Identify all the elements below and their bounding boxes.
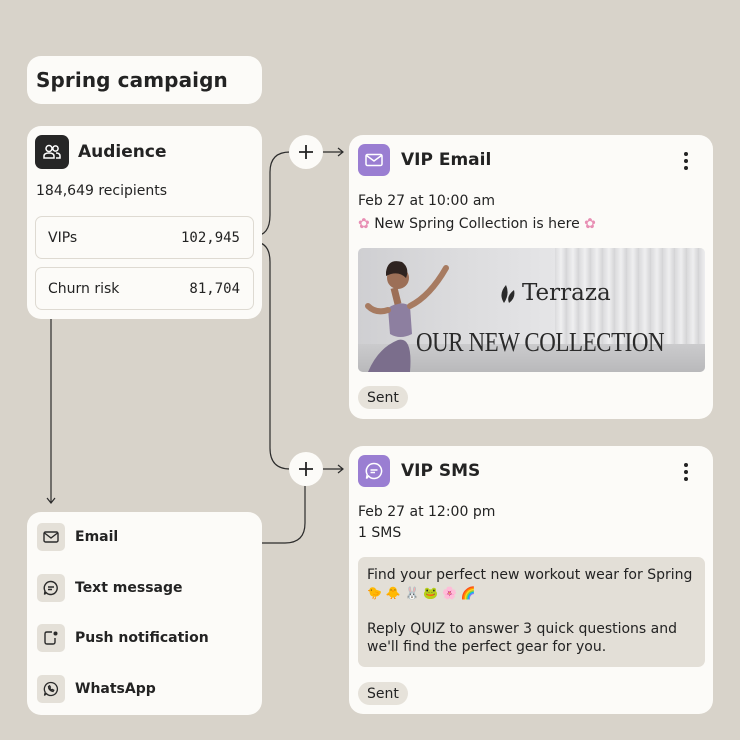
email-subject-text: New Spring Collection is here <box>374 216 580 232</box>
status-badge: Sent <box>358 682 408 705</box>
segment-count: 81,704 <box>189 280 240 297</box>
campaign-title-card[interactable]: Spring campaign <box>27 56 262 104</box>
channel-label: Push notification <box>75 630 209 646</box>
email-hero-image: Terraza OUR NEW COLLECTION <box>358 248 705 372</box>
channel-label: Email <box>75 529 119 545</box>
segment-count: 102,945 <box>180 229 240 246</box>
segment-churn-risk[interactable]: Churn risk 81,704 <box>35 267 254 310</box>
hero-headline: OUR NEW COLLECTION <box>416 327 665 357</box>
more-options-icon[interactable] <box>679 152 693 170</box>
push-icon <box>37 624 65 652</box>
send-time: Feb 27 at 12:00 pm <box>358 504 496 520</box>
sms-count: 1 SMS <box>358 525 402 541</box>
chat-bubble-icon <box>37 574 65 602</box>
mail-icon <box>37 523 65 551</box>
channel-label: Text message <box>75 580 183 596</box>
email-subject: ✿ New Spring Collection is here ✿ <box>358 216 596 232</box>
more-options-icon[interactable] <box>679 463 693 481</box>
whatsapp-icon <box>37 675 65 703</box>
runner-figure <box>365 261 449 372</box>
status-badge: Sent <box>358 386 408 409</box>
channel-picker-card: Email Text message Push notification Wha… <box>27 512 262 715</box>
chat-bubble-icon <box>358 455 390 487</box>
sms-body-line: Find your perfect new workout wear for S… <box>367 567 693 583</box>
segment-label: Churn risk <box>48 280 120 297</box>
brand-name: Terraza <box>522 280 611 306</box>
channel-label: WhatsApp <box>75 681 156 697</box>
message-title: VIP SMS <box>401 461 481 481</box>
recipient-count: 184,649 recipients <box>36 183 168 199</box>
brand-logo: Terraza <box>498 280 611 306</box>
plus-icon <box>299 145 313 159</box>
flower-icon: ✿ <box>358 216 370 232</box>
segment-label: VIPs <box>48 229 78 246</box>
segment-vips[interactable]: VIPs 102,945 <box>35 216 254 259</box>
channel-push-notification[interactable]: Push notification <box>37 624 209 652</box>
audience-card[interactable]: Audience 184,649 recipients VIPs 102,945… <box>27 126 262 319</box>
sms-emoji-line: 🐤 🐥 🐰 🐸 🌸 🌈 <box>367 586 476 600</box>
users-icon <box>35 135 69 169</box>
plus-icon <box>299 462 313 476</box>
message-title: VIP Email <box>401 150 492 170</box>
vip-email-card[interactable]: VIP Email Feb 27 at 10:00 am ✿ New Sprin… <box>349 135 713 419</box>
channel-email[interactable]: Email <box>37 523 118 551</box>
mail-icon <box>358 144 390 176</box>
flower-icon: ✿ <box>584 216 596 232</box>
audience-title: Audience <box>78 142 167 162</box>
add-step-button-email[interactable] <box>289 135 323 169</box>
channel-text-message[interactable]: Text message <box>37 574 183 602</box>
sms-preview: Find your perfect new workout wear for S… <box>358 557 705 667</box>
sms-body-line: Reply QUIZ to answer 3 quick questions a… <box>367 621 678 637</box>
add-step-button-sms[interactable] <box>289 452 323 486</box>
channel-whatsapp[interactable]: WhatsApp <box>37 675 156 703</box>
campaign-title: Spring campaign <box>36 68 228 92</box>
vip-sms-card[interactable]: VIP SMS Feb 27 at 12:00 pm 1 SMS Find yo… <box>349 446 713 714</box>
send-time: Feb 27 at 10:00 am <box>358 193 496 209</box>
sms-body-line: we'll find the perfect gear for you. <box>367 639 607 655</box>
